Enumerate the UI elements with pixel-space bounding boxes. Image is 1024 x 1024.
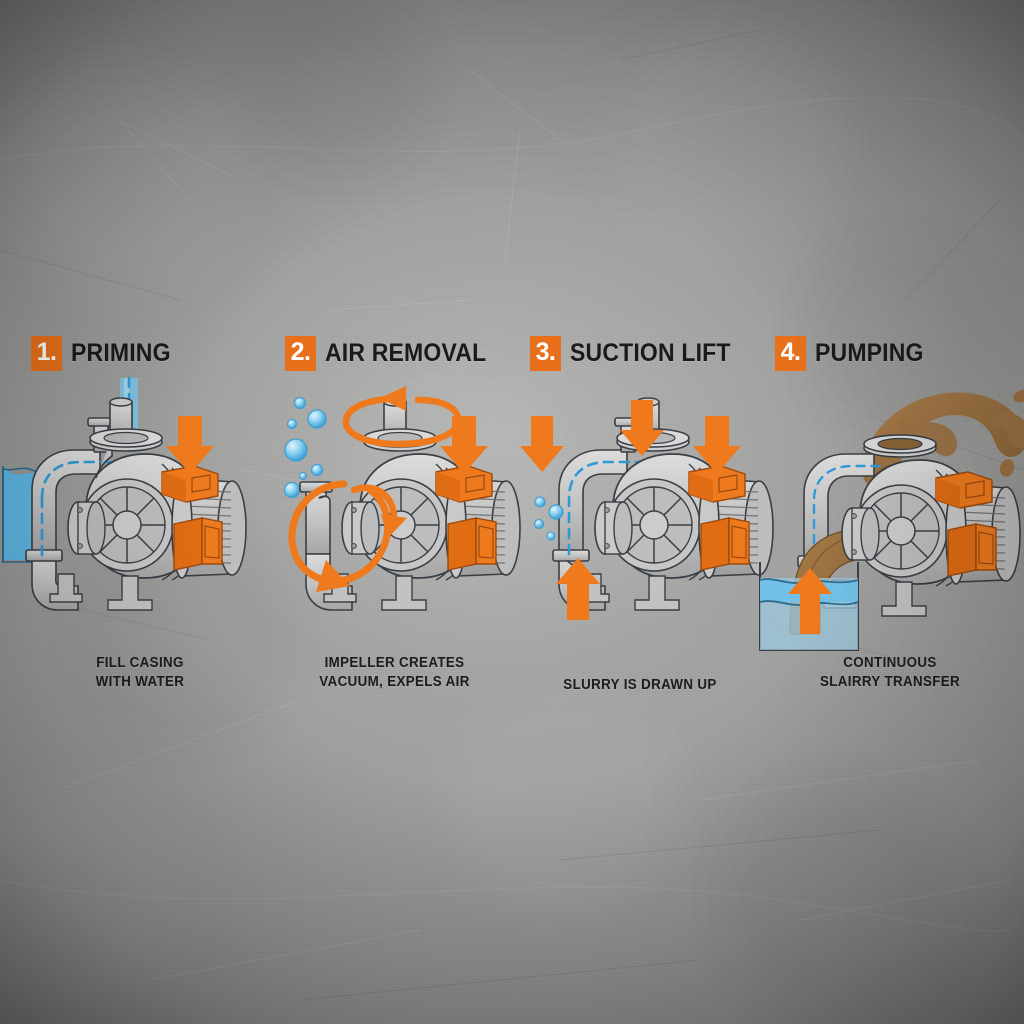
- step-number-badge-2: 2.: [285, 336, 316, 371]
- terminal-box-side: [173, 517, 223, 571]
- step-number-badge-4: 4.: [775, 336, 806, 371]
- dashed-flow-line: [567, 460, 645, 556]
- orange-rotation-arrow-top: [342, 386, 462, 448]
- step-heading-2: 2. AIR REMOVAL: [285, 336, 500, 371]
- step-panel-3: [512, 0, 774, 1024]
- illustration-suction-lift: [520, 397, 774, 620]
- orange-down-arrow: [166, 416, 214, 474]
- orange-down-arrow-motor: [693, 416, 741, 474]
- electric-motor: [435, 465, 521, 579]
- step-title-1: PRIMING: [71, 339, 171, 368]
- step-number-badge-3: 3.: [530, 336, 561, 371]
- orange-down-arrow-discharge: [620, 400, 664, 456]
- step-heading-3: 3. SUCTION LIFT: [530, 336, 745, 371]
- orange-rotation-arrow-impeller: [350, 484, 407, 538]
- step-heading-1: 1. PRIMING: [31, 336, 179, 371]
- terminal-box-top: [435, 465, 493, 503]
- terminal-box-top: [161, 465, 219, 503]
- electric-motor: [935, 471, 1021, 585]
- illustration-priming: [1, 376, 247, 611]
- air-bubbles: [533, 496, 564, 541]
- step-title-4: PUMPING: [815, 339, 924, 368]
- step-number-badge-1: 1.: [31, 336, 62, 371]
- step-heading-4: 4. PUMPING: [775, 336, 933, 371]
- electric-motor: [161, 465, 247, 579]
- step-title-3: SUCTION LIFT: [570, 339, 731, 368]
- orange-up-arrow: [788, 568, 832, 634]
- terminal-box-side: [447, 517, 497, 571]
- step-title-2: AIR REMOVAL: [325, 339, 486, 368]
- terminal-box-side: [947, 523, 997, 577]
- step-caption-2: IMPELLER CREATES VACUUM, EXPELS AIR: [300, 654, 489, 692]
- step-panel-1: [0, 0, 256, 1024]
- orange-down-arrow-left: [520, 416, 564, 472]
- terminal-box-side: [700, 517, 750, 571]
- step-caption-3: SLURRY IS DRAWN UP: [543, 676, 736, 695]
- step-panel-4: [759, 0, 1024, 1024]
- illustration-air-removal: [283, 386, 521, 611]
- electric-motor: [688, 465, 774, 579]
- terminal-box-top: [935, 471, 993, 509]
- step-caption-1: FILL CASING WITH WATER: [48, 654, 232, 692]
- step-caption-4: CONTINUOUS SLAIRRY TRANSFER: [793, 654, 986, 692]
- orange-up-arrow-suction: [556, 558, 600, 620]
- orange-down-arrow: [440, 416, 488, 474]
- illustration-pumping: [759, 389, 1024, 651]
- step-panel-2: [256, 0, 521, 1024]
- terminal-box-top: [688, 465, 746, 503]
